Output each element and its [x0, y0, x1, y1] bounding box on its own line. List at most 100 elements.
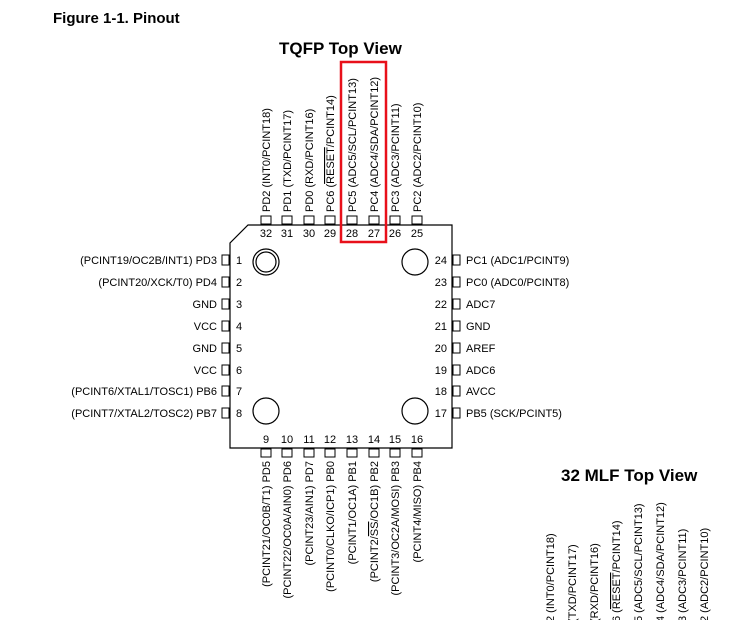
chip-body — [229, 224, 453, 449]
pin-lead-23 — [452, 276, 461, 288]
pin-number-12: 12 — [324, 434, 336, 446]
pin-label-16: (PCINT4/MISO) PB4 — [412, 461, 424, 562]
pin-lead-4 — [221, 320, 230, 332]
pin-number-24: 24 — [435, 255, 447, 267]
pin-label-12: (PCINT0/CLKO/ICP1) PB0 — [325, 461, 337, 592]
pin-number-5: 5 — [236, 343, 242, 355]
pin-number-21: 21 — [435, 321, 447, 333]
pin-label-13: (PCINT1/OC1A) PB1 — [347, 461, 359, 564]
pin-label-19: ADC6 — [466, 365, 495, 377]
pin-label-7: (PCINT6/XTAL1/TOSC1) PB6 — [71, 386, 217, 398]
pin-label-18: AVCC — [466, 386, 496, 398]
pin-lead-12 — [324, 448, 336, 458]
pin-label-32: PD2 (INT0/PCINT18) — [261, 108, 273, 212]
pin-lead-11 — [303, 448, 315, 458]
pin-lead-28 — [346, 215, 358, 225]
pin-number-28: 28 — [346, 228, 358, 240]
pin-number-11: 11 — [303, 434, 314, 446]
pin-label-1: (PCINT19/OC2B/INT1) PD3 — [80, 255, 217, 267]
pin-lead-24 — [452, 254, 461, 266]
pin-number-17: 17 — [435, 408, 447, 420]
pin-number-27: 27 — [368, 228, 380, 240]
pin-lead-17 — [452, 407, 461, 419]
pin-label-9: (PCINT21/OC0B/T1) PD5 — [261, 461, 273, 587]
pin-label-17: PB5 (SCK/PCINT5) — [466, 408, 562, 420]
pin-label-28: PC5 (ADC5/SCL/PCINT13) — [347, 78, 359, 212]
pin-lead-25 — [411, 215, 423, 225]
pin-lead-16 — [411, 448, 423, 458]
pin-lead-5 — [221, 342, 230, 354]
pin-lead-9 — [260, 448, 272, 458]
pin-lead-13 — [346, 448, 358, 458]
corner-mark-top-right — [401, 248, 429, 276]
pin-lead-7 — [221, 385, 230, 397]
pin-label-4: VCC — [194, 321, 217, 333]
pin-label-25: PC2 (ADC2/PCINT10) — [412, 103, 424, 212]
pin-lead-29 — [324, 215, 336, 225]
pin-number-3: 3 — [236, 299, 242, 311]
pin-lead-3 — [221, 298, 230, 310]
pin1-marker-outer — [252, 248, 280, 276]
pin-lead-27 — [368, 215, 380, 225]
bottom-pins: 9 (PCINT21/OC0B/T1) PD5 10 (PCINT22/OC0A/AI… — [260, 434, 424, 599]
pin-lead-19 — [452, 364, 461, 376]
pin-number-23: 23 — [435, 277, 447, 289]
pin-lead-10 — [281, 448, 293, 458]
pin-label-14: (PCINT2/SS/OC1B) PB2 — [369, 461, 381, 582]
pin-lead-1 — [221, 254, 230, 266]
pin-label-22: ADC7 — [466, 299, 495, 311]
pin-label-3: GND — [193, 299, 218, 311]
pin-number-7: 7 — [236, 386, 242, 398]
pin-number-13: 13 — [346, 434, 358, 446]
pin-lead-31 — [281, 215, 293, 225]
highlight-box — [339, 60, 388, 244]
pin-label-31: PD1 (TXD/PCINT17) — [282, 110, 294, 212]
pin-number-30: 30 — [303, 228, 315, 240]
pin-number-20: 20 — [435, 343, 447, 355]
pin-number-6: 6 — [236, 365, 242, 377]
mlf-pin-label: 6 (RESET/PCINT14) — [611, 521, 623, 620]
pin-label-5: GND — [193, 343, 218, 355]
pin-number-29: 29 — [324, 228, 336, 240]
top-pins: 32 PD2 (INT0/PCINT18) 31 PD1 (TXD/PCINT17) 3… — [260, 77, 424, 240]
pin-lead-21 — [452, 320, 461, 332]
mlf-pin-label: 2 (ADC2/PCINT10) — [699, 528, 711, 620]
pin-number-10: 10 — [281, 434, 293, 446]
mlf-pin-label: (RXD/PCINT16) — [589, 543, 601, 620]
pin-number-4: 4 — [236, 321, 242, 333]
pin-label-29: PC6 (RESET/PCINT14) — [325, 95, 337, 212]
pin-number-32: 32 — [260, 228, 272, 240]
tqfp-view-title: TQFP Top View — [279, 39, 402, 58]
pin-lead-18 — [452, 385, 461, 397]
pin-number-31: 31 — [281, 228, 293, 240]
pin-label-10: (PCINT22/OC0A/AIN0) PD6 — [282, 461, 294, 599]
pin-label-26: PC3 (ADC3/PCINT11) — [390, 103, 402, 212]
mlf-pin-label: (TXD/PCINT17) — [567, 544, 579, 620]
pin-number-9: 9 — [263, 434, 269, 446]
chip-package — [229, 224, 453, 449]
mlf-view-title: 32 MLF Top View — [561, 466, 698, 485]
pin-number-15: 15 — [389, 434, 401, 446]
mlf-pin-label: 3 (ADC3/PCINT11) — [677, 529, 689, 620]
pin1-marker-inner — [255, 251, 277, 273]
pin-label-20: AREF — [466, 343, 496, 355]
pin-lead-32 — [260, 215, 272, 225]
pin-label-27: PC4 (ADC4/SDA/PCINT12) — [369, 77, 381, 212]
corner-mark-bottom-right — [401, 397, 429, 425]
pin-number-26: 26 — [389, 228, 401, 240]
pin-label-24: PC1 (ADC1/PCINT9) — [466, 255, 569, 267]
pin-lead-15 — [389, 448, 401, 458]
pin-number-25: 25 — [411, 228, 423, 240]
mlf-pin-label: 2 (INT0/PCINT18) — [545, 533, 557, 620]
pin-lead-30 — [303, 215, 315, 225]
pin-label-2: (PCINT20/XCK/T0) PD4 — [98, 277, 217, 289]
pin-number-8: 8 — [236, 408, 242, 420]
pin-lead-22 — [452, 298, 461, 310]
pin-lead-8 — [221, 407, 230, 419]
pin-number-22: 22 — [435, 299, 447, 311]
figure-title: Figure 1-1. Pinout — [53, 10, 180, 27]
pin-number-16: 16 — [411, 434, 423, 446]
pin-label-21: GND — [466, 321, 491, 333]
pin-label-8: (PCINT7/XTAL2/TOSC2) PB7 — [71, 408, 217, 420]
